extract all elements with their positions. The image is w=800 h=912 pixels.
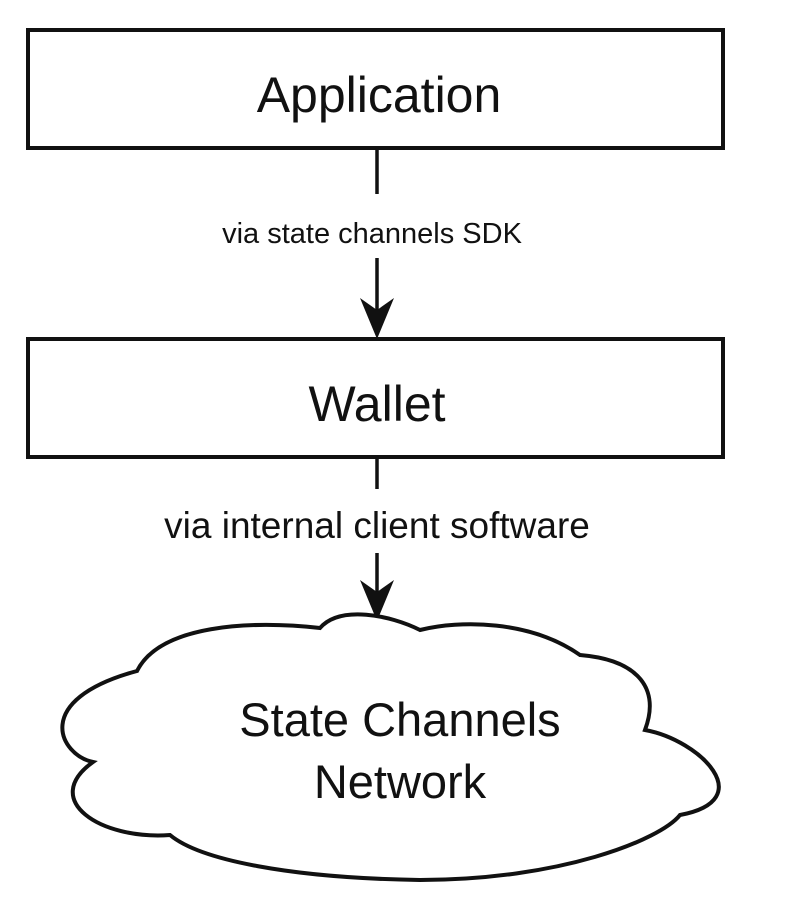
application-label: Application [257,67,502,123]
node-network: State Channels Network [60,612,721,883]
edge-label-sdk: via state channels SDK [222,218,522,250]
network-label-line-1: State Channels [239,693,560,746]
wallet-label: Wallet [308,376,445,432]
wallet-box [26,337,725,459]
cloud-shape [60,612,721,883]
node-application: Application [26,28,725,150]
edge-wallet-to-network: via internal client software [164,457,590,621]
arrowhead-icon [360,298,394,339]
arrowhead-icon [360,580,394,621]
network-label-line-2: Network [314,755,487,808]
edge-label-client-software: via internal client software [164,505,590,546]
node-wallet: Wallet [26,337,725,459]
edge-application-to-wallet: via state channels SDK [222,148,523,339]
application-box [26,28,725,150]
